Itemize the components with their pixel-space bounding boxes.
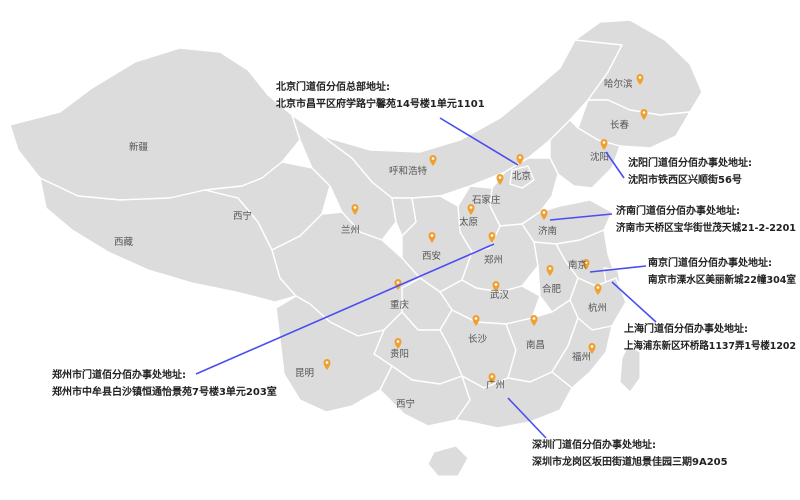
- office-address: 南京市溧水区美丽新城22幢304室: [648, 273, 796, 286]
- city-label-harbin: 哈尔滨: [604, 78, 633, 90]
- marker-changchun-icon[interactable]: [640, 109, 648, 120]
- leader-line-shanghai: [611, 281, 657, 323]
- city-label-changchun: 长春: [610, 119, 630, 131]
- office-address: 深圳市龙岗区坂田街道旭景佳园三期9A205: [532, 455, 728, 468]
- office-address: 北京市昌平区府学路宁馨苑14号楼1单元1101: [276, 97, 485, 110]
- city-label-fuzhou: 福州: [572, 351, 591, 363]
- office-address: 沈阳市铁西区兴顺街56号: [628, 173, 742, 186]
- marker-kunming-icon[interactable]: [323, 359, 331, 370]
- city-label-jinan: 济南: [538, 225, 557, 237]
- city-label-chongqing: 重庆: [390, 299, 410, 311]
- provinces: [9, 19, 703, 477]
- province-guangdong[interactable]: [455, 371, 573, 429]
- leader-line-beijing: [439, 117, 519, 166]
- leader-lines: [195, 117, 657, 439]
- city-label-shenyang: 沈阳: [590, 151, 609, 163]
- city-label-nanjing: 南京: [568, 259, 587, 271]
- marker-hohhot-icon[interactable]: [429, 155, 437, 166]
- marker-xian-icon[interactable]: [428, 232, 436, 243]
- leader-line-zhengzhou: [195, 243, 495, 375]
- city-label-shijiazhuang: 石家庄: [472, 194, 501, 206]
- city-label-beijing: 北京: [512, 170, 531, 182]
- office-title: 北京门道佰分佰总部地址:: [276, 80, 390, 93]
- leader-line-shenzhen: [507, 397, 547, 439]
- office-annotation-jinan[interactable]: 济南门道佰分佰办事处地址: 济南市天桥区宝华街世茂天城21-2-2201: [616, 204, 796, 234]
- city-label-xinjiang: 新疆: [129, 141, 149, 153]
- office-title: 郑州市门道佰分佰办事处地址:: [52, 368, 186, 381]
- office-annotation-beijing[interactable]: 北京门道佰分佰总部地址: 北京市昌平区府学路宁馨苑14号楼1单元1101: [276, 80, 485, 110]
- office-title: 南京门道佰分佰办事处地址:: [648, 256, 772, 269]
- city-label-changsha: 长沙: [468, 333, 488, 345]
- province-xinjiang[interactable]: [9, 47, 301, 201]
- island-taiwan: [619, 345, 641, 393]
- province-beijing[interactable]: [509, 165, 535, 189]
- marker-nanjing-icon[interactable]: [582, 259, 590, 270]
- city-label-nanchang: 南昌: [526, 339, 545, 351]
- office-annotations: 北京门道佰分佰总部地址: 北京市昌平区府学路宁馨苑14号楼1单元1101 沈阳门道佰…: [52, 80, 796, 468]
- office-annotation-shenzhen[interactable]: 深圳门道佰分佰办事处地址: 深圳市龙岗区坂田街道旭景佳园三期9A205: [532, 438, 728, 468]
- office-title: 深圳门道佰分佰办事处地址:: [532, 438, 656, 451]
- office-address: 上海浦东新区环桥路1137弄1号楼1202: [624, 339, 796, 352]
- city-label-kunming: 昆明: [295, 368, 314, 379]
- marker-fuzhou-icon[interactable]: [588, 343, 596, 354]
- office-title: 济南门道佰分佰办事处地址:: [616, 204, 740, 217]
- city-label-hangzhou: 杭州: [588, 302, 607, 314]
- province-qinghai[interactable]: [204, 161, 331, 251]
- marker-zhengzhou-icon[interactable]: [488, 232, 496, 243]
- city-label-tibet: 西藏: [114, 236, 134, 248]
- island-hainan: [427, 445, 469, 477]
- city-label-nanning: 西宁: [396, 398, 415, 410]
- office-title: 上海门道佰分佰办事处地址:: [624, 322, 748, 335]
- marker-hefei-icon[interactable]: [546, 265, 554, 276]
- province-liaoning[interactable]: [549, 119, 621, 189]
- marker-hangzhou-icon[interactable]: [594, 284, 602, 295]
- leader-line-jinan: [549, 213, 613, 221]
- marker-taiyuan-icon[interactable]: [467, 204, 475, 215]
- marker-guiyang-icon[interactable]: [394, 338, 402, 349]
- leader-line-nanjing: [589, 265, 647, 273]
- city-label-xining: 西宁: [233, 210, 252, 222]
- leader-line-shenyang: [605, 151, 625, 179]
- marker-harbin-icon[interactable]: [636, 74, 644, 85]
- city-label-hefei: 合肥: [542, 283, 562, 295]
- office-annotation-shanghai[interactable]: 上海门道佰分佰办事处地址: 上海浦东新区环桥路1137弄1号楼1202: [624, 322, 796, 352]
- marker-nanchang-icon[interactable]: [530, 315, 538, 326]
- city-label-wuhan: 武汉: [490, 289, 510, 301]
- marker-lanzhou-icon[interactable]: [351, 204, 359, 215]
- marker-shijiazhuang-icon[interactable]: [496, 174, 504, 185]
- city-label-lanzhou: 兰州: [341, 224, 360, 236]
- office-annotation-nanjing[interactable]: 南京门道佰分佰办事处地址: 南京市溧水区美丽新城22幢304室: [648, 256, 796, 286]
- city-markers: [323, 74, 648, 384]
- city-label-guiyang: 贵阳: [390, 348, 409, 360]
- city-label-taiyuan: 太原: [459, 216, 478, 228]
- city-label-zhengzhou: 郑州: [484, 254, 503, 266]
- city-label-xian: 西安: [422, 250, 441, 262]
- office-title: 沈阳门道佰分佰办事处地址:: [628, 156, 752, 169]
- marker-wuhan-icon[interactable]: [492, 281, 500, 292]
- marker-guangzhou-icon[interactable]: [488, 373, 496, 384]
- office-annotation-zhengzhou[interactable]: 郑州市门道佰分佰办事处地址: 郑州市中牟县白沙镇恒通怡景苑7号楼3单元203室: [52, 368, 277, 398]
- office-address: 郑州市中牟县白沙镇恒通怡景苑7号楼3单元203室: [52, 385, 277, 398]
- marker-shenyang-icon[interactable]: [600, 139, 608, 150]
- office-annotation-shenyang[interactable]: 沈阳门道佰分佰办事处地址: 沈阳市铁西区兴顺街56号: [628, 156, 752, 186]
- city-label-guangzhou: 广州: [486, 379, 505, 391]
- city-label-hohhot: 呼和浩特: [389, 165, 428, 177]
- marker-jinan-icon[interactable]: [540, 209, 548, 220]
- marker-changsha-icon[interactable]: [472, 315, 480, 326]
- marker-beijing-icon[interactable]: [516, 154, 524, 165]
- office-address: 济南市天桥区宝华街世茂天城21-2-2201: [616, 221, 796, 234]
